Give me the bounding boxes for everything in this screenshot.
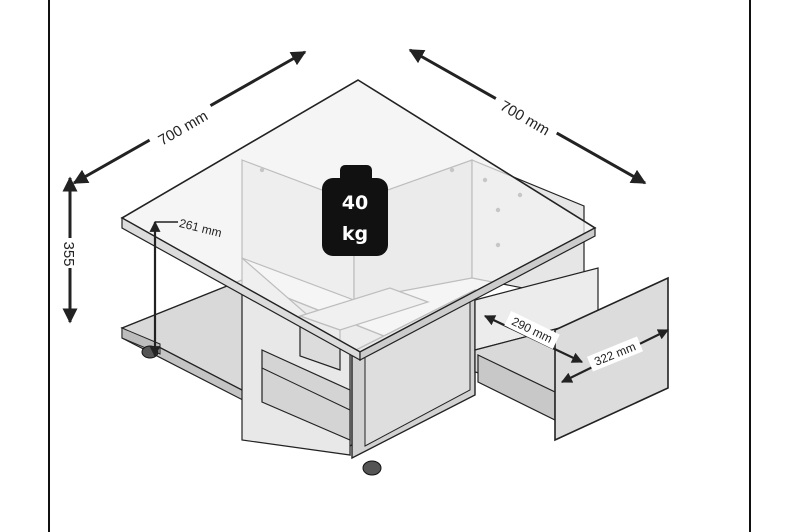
- open-drawer: [474, 267, 669, 442]
- load-value: 40: [342, 192, 368, 214]
- weight-icon: 40 kg: [322, 165, 388, 256]
- caster-wheel-front: [362, 460, 382, 476]
- load-unit: kg: [342, 223, 368, 245]
- height-label: 355: [60, 241, 77, 266]
